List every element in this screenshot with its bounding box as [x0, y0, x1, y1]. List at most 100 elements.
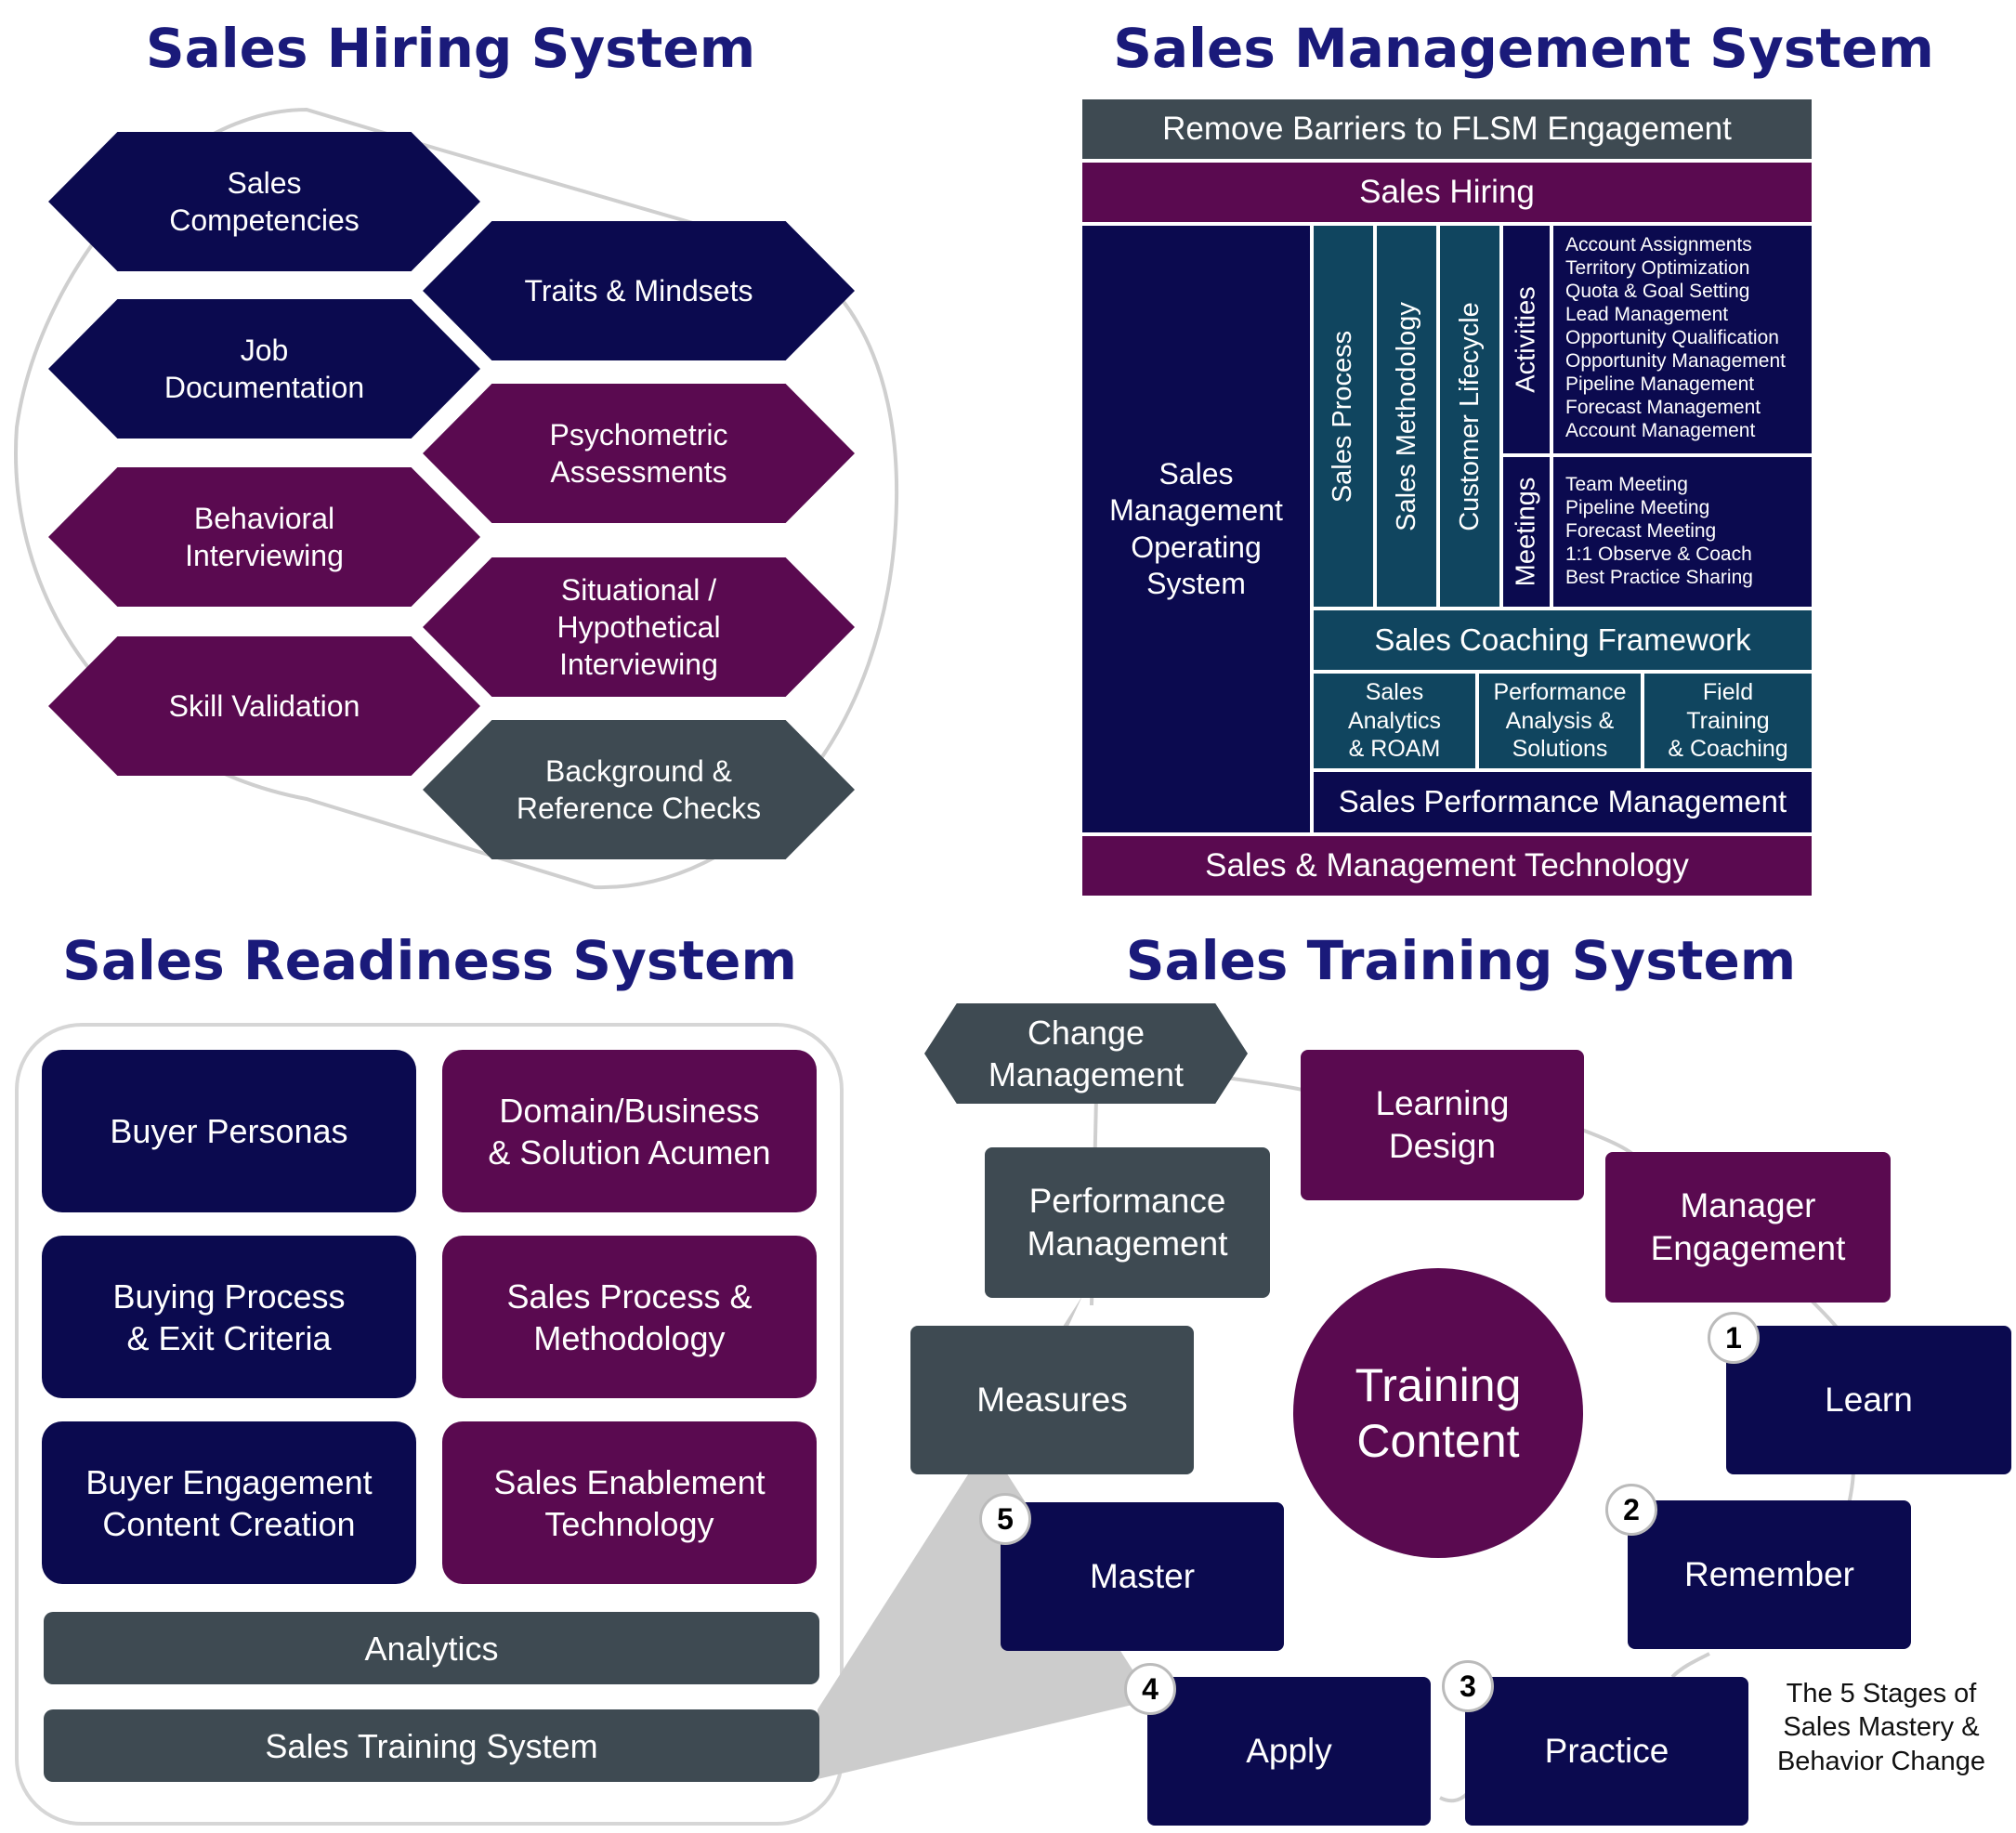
- hex-background-checks: Background &Reference Checks: [423, 720, 855, 859]
- hex-label: Hypothetical: [556, 610, 721, 644]
- readiness-outline: [15, 1023, 844, 1826]
- change-line: Management: [988, 1055, 1185, 1093]
- readiness-title: Sales Readiness System: [62, 929, 797, 992]
- center-line: Content: [1356, 1415, 1520, 1467]
- meeting-item: Pipeline Meeting: [1565, 497, 1710, 518]
- caption-line: Sales Mastery &: [1783, 1712, 1980, 1743]
- os-line: Sales: [1159, 457, 1234, 491]
- readiness-label: Sales Enablement: [493, 1462, 766, 1501]
- activity-item: Opportunity Management: [1565, 350, 1786, 372]
- activity-item: Quota & Goal Setting: [1565, 281, 1750, 302]
- stage-4-badge: 4: [1124, 1663, 1176, 1715]
- hex-label: Assessments: [550, 455, 727, 489]
- os-line: Operating: [1131, 530, 1262, 564]
- hex-label: Documentation: [164, 371, 365, 404]
- column-label: Customer Lifecycle: [1454, 301, 1485, 531]
- hex-label: Skill Validation: [168, 689, 360, 723]
- meeting-item: 1:1 Observe & Coach: [1565, 543, 1752, 565]
- stage-master-box: Master: [1001, 1502, 1284, 1651]
- stage-practice-box: Practice: [1465, 1677, 1748, 1826]
- column-label: Sales Methodology: [1391, 301, 1421, 531]
- stage-remember-box: Remember: [1628, 1500, 1911, 1649]
- meetings-list: Team Meeting Pipeline Meeting Forecast M…: [1565, 473, 1753, 589]
- sub-line: Performance: [1493, 679, 1627, 706]
- hex-label: Situational /: [560, 573, 717, 607]
- readiness-label: Buying Process: [112, 1277, 346, 1316]
- sales-hiring-bar: Sales Hiring: [1082, 163, 1812, 222]
- column-sales-methodology: Sales Methodology: [1377, 226, 1436, 607]
- stage-2-badge: 2: [1605, 1484, 1657, 1536]
- readiness-training-bar: Sales Training System: [44, 1709, 819, 1782]
- measures-box: Measures: [910, 1326, 1194, 1474]
- readiness-label: Domain/Business: [499, 1091, 760, 1130]
- readiness-label: Content Creation: [102, 1504, 356, 1543]
- coaching-framework-bar: Sales Coaching Framework: [1314, 610, 1812, 670]
- activity-item: Opportunity Qualification: [1565, 327, 1779, 348]
- readiness-label: & Exit Criteria: [126, 1318, 332, 1357]
- hiring-title: Sales Hiring System: [145, 17, 756, 80]
- stage-learn-box: Learn: [1726, 1326, 2011, 1474]
- learning-line: Design: [1388, 1127, 1497, 1165]
- sub-line: & Coaching: [1668, 736, 1788, 763]
- perf-line: Performance: [1028, 1181, 1226, 1220]
- hex-label: Competencies: [169, 203, 360, 237]
- sub-line: Analytics: [1347, 707, 1442, 734]
- readiness-sales-process: Sales Process &Methodology: [442, 1236, 817, 1398]
- readiness-buying-process: Buying Process& Exit Criteria: [42, 1236, 416, 1398]
- stage-apply-box: Apply: [1147, 1677, 1431, 1826]
- manager-line: Manager: [1680, 1185, 1816, 1224]
- activities-label: Activities: [1511, 286, 1541, 393]
- column-customer-lifecycle: Customer Lifecycle: [1440, 226, 1499, 607]
- technology-bar: Sales & Management Technology: [1082, 836, 1812, 896]
- os-line: Management: [1109, 493, 1283, 528]
- stages-caption: The 5 Stages of Sales Mastery & Behavior…: [1765, 1677, 1997, 1778]
- hex-label: Traits & Mindsets: [524, 274, 753, 308]
- hex-skill-validation: Skill Validation: [48, 636, 480, 776]
- hex-label: Reference Checks: [516, 792, 762, 825]
- activity-item: Forecast Management: [1565, 397, 1761, 418]
- hex-label: Sales: [227, 166, 302, 200]
- training-title: Sales Training System: [1125, 929, 1797, 992]
- activities-label-block: Activities: [1503, 226, 1550, 453]
- meetings-label-block: Meetings: [1503, 457, 1550, 607]
- activity-item: Territory Optimization: [1565, 257, 1750, 279]
- readiness-analytics-bar: Analytics: [44, 1612, 819, 1684]
- readiness-label: Buyer Engagement: [85, 1462, 373, 1501]
- sub-line: Solutions: [1512, 736, 1608, 763]
- meetings-list-block: Team Meeting Pipeline Meeting Forecast M…: [1553, 457, 1812, 607]
- change-line: Change: [1027, 1014, 1145, 1052]
- caption-line: Behavior Change: [1776, 1746, 1986, 1776]
- sub-line: Training: [1686, 707, 1770, 734]
- funnel-connector: [818, 1296, 1152, 1779]
- learning-line: Learning: [1375, 1083, 1510, 1122]
- hex-label: Job: [240, 334, 289, 367]
- meeting-item: Best Practice Sharing: [1565, 567, 1753, 588]
- activity-item: Lead Management: [1565, 304, 1729, 325]
- stage-1-badge: 1: [1708, 1312, 1760, 1364]
- hex-traits-mindsets: Traits & Mindsets: [423, 221, 855, 360]
- column-sales-process: Sales Process: [1314, 226, 1373, 607]
- sub-line: Field: [1702, 679, 1754, 706]
- stage-3-badge: 3: [1442, 1660, 1494, 1712]
- activity-item: Pipeline Management: [1565, 373, 1755, 395]
- hiring-outline: [14, 107, 899, 890]
- perf-line: Management: [1027, 1224, 1228, 1263]
- hex-label: Psychometric: [549, 418, 728, 452]
- readiness-label: Buyer Personas: [110, 1112, 348, 1150]
- readiness-label: & Solution Acumen: [488, 1133, 771, 1172]
- activity-item: Account Assignments: [1565, 234, 1752, 255]
- readiness-domain-acumen: Domain/Business& Solution Acumen: [442, 1050, 817, 1212]
- activities-list: Account Assignments Territory Optimizati…: [1565, 233, 1786, 442]
- meetings-label: Meetings: [1511, 477, 1541, 587]
